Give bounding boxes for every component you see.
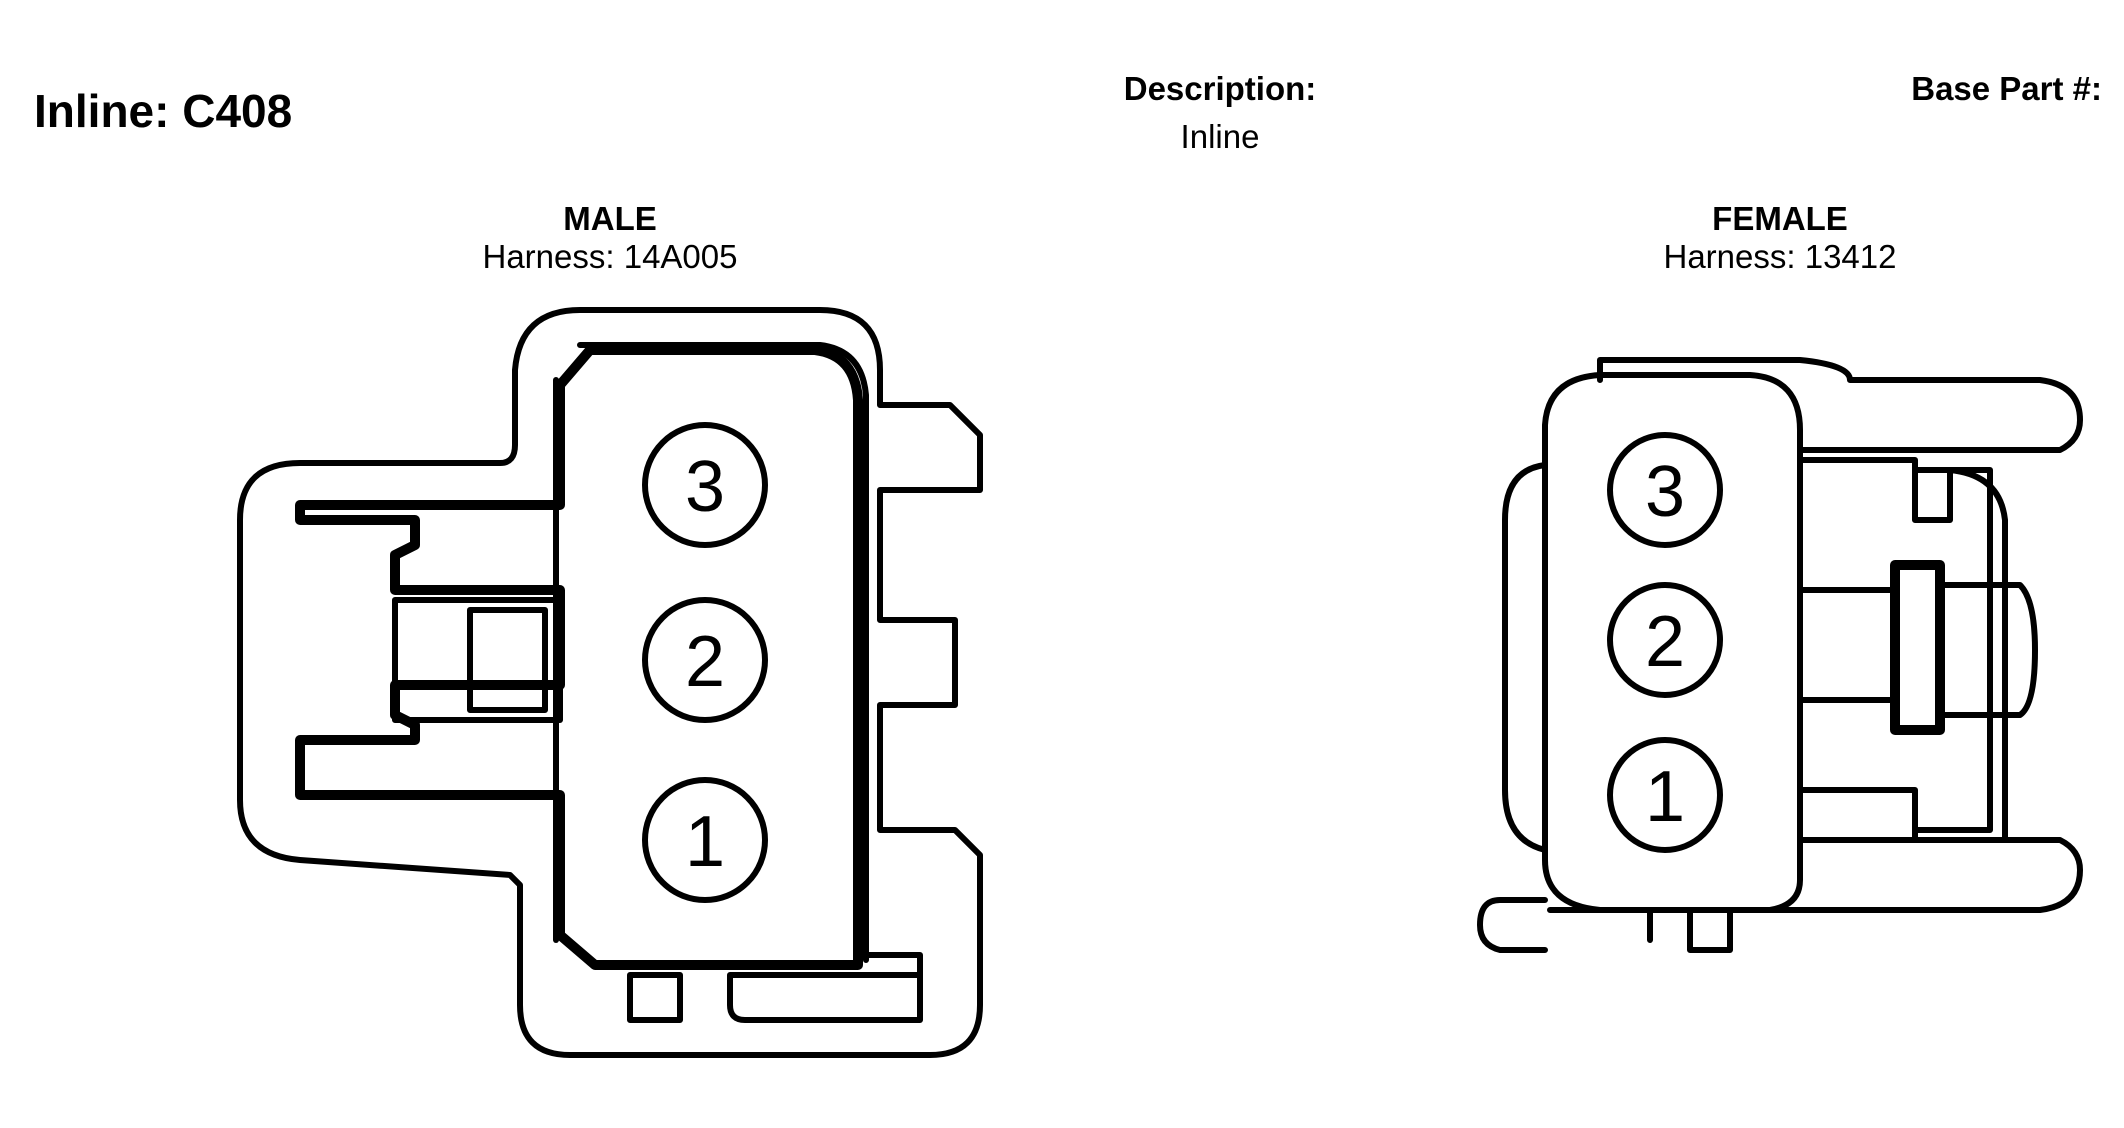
female-pin-1-label: 1 xyxy=(1645,757,1685,837)
male-gender-label: MALE xyxy=(563,200,657,237)
female-gender-label: FEMALE xyxy=(1712,200,1848,237)
male-right-lower-step xyxy=(857,952,923,978)
connector-title: Inline: C408 xyxy=(34,85,293,137)
female-latch-tab xyxy=(1890,560,1945,735)
female-connector xyxy=(1477,357,2083,953)
female-bottom-rail xyxy=(1547,837,2083,913)
female-pin-2-circle xyxy=(1607,582,1723,698)
male-pin-2-label: 2 xyxy=(685,622,725,702)
female-left-wrap xyxy=(1502,462,1548,853)
male-connector xyxy=(237,307,983,1058)
description-label: Description: xyxy=(1123,70,1317,107)
description-value: Inline xyxy=(1180,118,1260,155)
male-latch-inner xyxy=(467,607,548,713)
female-top-rail xyxy=(1597,357,2083,453)
male-body-rail xyxy=(577,342,869,963)
male-harness-label: Harness: 14A005 xyxy=(482,238,738,275)
male-pin-1-circle xyxy=(642,777,768,903)
female-bottom-flange xyxy=(1477,897,1548,953)
male-pin-1-label: 1 xyxy=(685,802,725,882)
female-main-body xyxy=(1542,372,1803,913)
female-pin-3-label: 3 xyxy=(1645,452,1685,532)
male-outer-shell xyxy=(237,307,983,1058)
male-pin-3-label: 3 xyxy=(685,447,725,527)
female-latch-block xyxy=(1797,587,1898,703)
base-part-label: Base Part #: xyxy=(1911,70,2102,107)
female-bottom-tab xyxy=(1687,907,1733,953)
male-main-body xyxy=(295,345,863,970)
male-pin-2-circle xyxy=(642,597,768,723)
female-latch-frame xyxy=(1797,457,2008,843)
male-pin-3-circle xyxy=(642,422,768,548)
male-pin-group: 3 2 1 xyxy=(642,422,768,903)
male-bottom-tab-left xyxy=(627,972,683,1023)
female-pin-group: 3 2 1 xyxy=(1607,432,1723,853)
female-harness-label: Harness: 13412 xyxy=(1663,238,1897,275)
male-latch-body xyxy=(392,597,563,723)
female-latch-inner-frame xyxy=(1912,467,1993,833)
female-latch-button xyxy=(1937,582,2038,718)
female-pin-1-circle xyxy=(1607,737,1723,853)
female-pin-3-circle xyxy=(1607,432,1723,548)
female-pin-2-label: 2 xyxy=(1645,602,1685,682)
male-bottom-tab-right xyxy=(727,972,923,1023)
